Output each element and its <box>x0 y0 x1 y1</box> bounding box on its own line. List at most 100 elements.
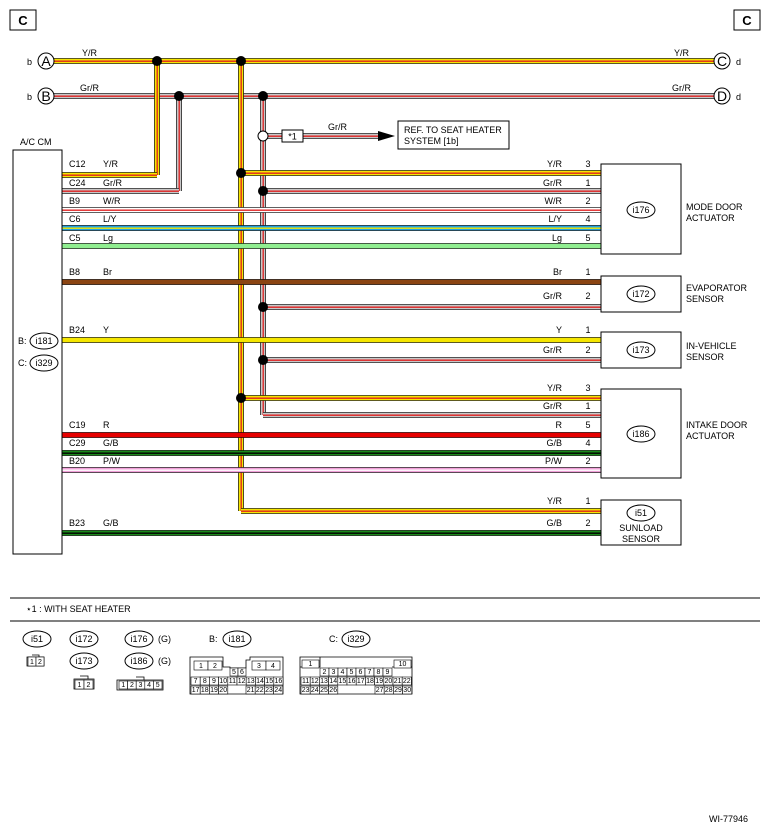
wire-row-2-pin: B9 <box>69 196 80 206</box>
bus-y-r-a-to-c <box>54 58 714 64</box>
legend-i186-label: i186 <box>130 656 147 666</box>
wire-row-4-color-code: Lg <box>103 233 113 243</box>
wire-seat-heater-branch <box>263 132 380 140</box>
terminal-b-wire-label: Gr/R <box>80 83 99 93</box>
wire-row-1-color-code: Gr/R <box>103 178 122 188</box>
legend-i329-row2-pin-14: 14 <box>329 678 337 685</box>
legend-i173-label: i173 <box>75 656 92 666</box>
wire-row-6-far-color: Gr/R <box>543 291 562 301</box>
legend-i329-top-a-cell-1 <box>301 659 320 669</box>
wire-row-11-far-pin: 5 <box>585 420 590 430</box>
legend-i173-oval <box>69 652 99 670</box>
in-vehicle-sensor-name-2: SENSOR <box>686 352 725 362</box>
wire-row-3-far-color: L/Y <box>548 214 562 224</box>
ac-cm-conn-b: i181 <box>35 336 52 346</box>
wire-gr-r-to-i186-pin1 <box>263 411 601 419</box>
legend-i176-pin-2: 2 <box>130 682 134 689</box>
legend-i329-row2-pin-16: 16 <box>348 678 356 685</box>
wire-row-0-pin: C12 <box>69 159 86 169</box>
wire-c19-r <box>62 431 601 439</box>
bus-gr-r-b-to-d <box>54 93 714 99</box>
wire-layer <box>54 56 714 536</box>
junction-dot-7 <box>258 355 268 365</box>
legend-i329-row1-pin-2: 2 <box>323 669 327 676</box>
wire-b9-w-r <box>62 206 601 214</box>
legend-i329-row1-pin-5: 5 <box>350 669 354 676</box>
legend-i181-row2-pin-12: 12 <box>238 678 246 685</box>
wire-b23-g-b <box>62 530 601 536</box>
evaporator-sensor-name-2: SENSOR <box>686 294 725 304</box>
legend-i181-label: i181 <box>228 634 245 644</box>
terminal-a-side-left: b <box>27 57 32 67</box>
legend-i329-row2-pin-18: 18 <box>366 678 374 685</box>
legend-i172-label: i172 <box>75 634 92 644</box>
wire-gr-r-to-i172-pin2 <box>263 303 601 311</box>
intake-door-actuator-name-1: INTAKE DOOR <box>686 420 748 430</box>
legend-i181-row2-pin-13: 13 <box>247 678 255 685</box>
wire-y-r-to-i51-pin1 <box>241 507 601 514</box>
wire-row-5-far-color: Br <box>553 267 562 277</box>
legend-i51-pin-1: 1 <box>30 659 34 666</box>
legend-i181-row2-pin-11: 11 <box>229 678 236 685</box>
junction-dot-4 <box>236 168 246 178</box>
corner-label-left: C <box>18 13 28 28</box>
wire-y-r-to-i176-pin3 <box>241 169 601 177</box>
legend-i186-oval <box>124 652 154 670</box>
legend-i51-pin-2: 2 <box>38 659 42 666</box>
wire-row-8-far-color: Gr/R <box>543 345 562 355</box>
ac-cm-conn-c-prefix: C: <box>18 358 27 368</box>
wire-row-1-far-pin: 1 <box>585 178 590 188</box>
wire-row-2-far-pin: 2 <box>585 196 590 206</box>
terminal-c-letter: C <box>717 53 727 69</box>
junction-dot-3 <box>258 91 268 101</box>
wire-row-12-far-pin: 4 <box>585 438 590 448</box>
legend-i172-pin-1: 1 <box>78 682 82 689</box>
wire-row-10-far-pin: 1 <box>585 401 590 411</box>
wire-y-r-to-i186-pin3 <box>241 394 601 402</box>
sunload-sensor-name-1: SUNLOAD <box>619 523 663 533</box>
wire-row-14-far-pin: 1 <box>585 496 590 506</box>
legend-i181-oval <box>222 630 252 648</box>
wire-c12-module-side <box>62 171 157 179</box>
wire-row-15-color-code: G/B <box>103 518 119 528</box>
legend-i172-pin-2: 2 <box>87 682 91 689</box>
wire-row-15-far-color: G/B <box>546 518 562 528</box>
sunload-sensor-oval <box>626 504 656 522</box>
mode-door-actuator-id: i176 <box>632 205 649 215</box>
legend-i181-row3b-cell-24 <box>273 685 284 695</box>
legend-i329-row3a-pin-25: 25 <box>320 687 328 694</box>
wire-row-0-far-pin: 3 <box>585 159 590 169</box>
legend-i329-row3b-pin-29: 29 <box>394 687 402 694</box>
wire-row-4-pin: C5 <box>69 233 81 243</box>
seat-heater-ref-box <box>397 120 510 150</box>
terminal-b-side-left: b <box>27 92 32 102</box>
wire-row-5-far-pin: 1 <box>585 267 590 277</box>
wire-row-15-far-pin: 2 <box>585 518 590 528</box>
connector-legend: i51 i172 i173 i176 (G) i186 (G) B: i181 … <box>22 630 413 695</box>
wire-row-13-far-pin: 2 <box>585 456 590 466</box>
intake-door-actuator-oval <box>626 425 656 443</box>
legend-i329-row2-pin-15: 15 <box>339 678 347 685</box>
wire-row-14-far-color: Y/R <box>547 496 563 506</box>
mode-door-actuator-name-1: MODE DOOR <box>686 202 743 212</box>
wire-b8-br <box>62 278 601 286</box>
wire-c6-l-y <box>62 224 601 232</box>
legend-i172-connector-shape <box>73 675 95 690</box>
wire-row-2-color-code: W/R <box>103 196 121 206</box>
ac-cm-conn-b-prefix: B: <box>18 336 27 346</box>
component-mode-door-actuator: i176 MODE DOOR ACTUATOR <box>600 163 743 255</box>
legend-i329-top-a-pin-1: 1 <box>309 661 313 668</box>
component-intake-door-actuator: i186 INTAKE DOOR ACTUATOR <box>600 388 748 479</box>
seat-heater-ref-line2: SYSTEM [1b] <box>404 136 459 146</box>
legend-i329-row2-pin-13: 13 <box>320 678 328 685</box>
junction-dot-5 <box>258 186 268 196</box>
legend-i329-row2-pin-22: 22 <box>403 678 411 685</box>
legend-i51-label: i51 <box>31 634 43 644</box>
trunk-y-r <box>237 61 245 511</box>
seat-heater-wire-label: Gr/R <box>328 122 347 132</box>
wire-row-3-color-code: L/Y <box>103 214 117 224</box>
in-vehicle-sensor-name-1: IN-VEHICLE <box>686 341 737 351</box>
terminal-b-letter: B <box>41 88 50 104</box>
wire-gr-r-to-i173-pin2 <box>263 356 601 364</box>
